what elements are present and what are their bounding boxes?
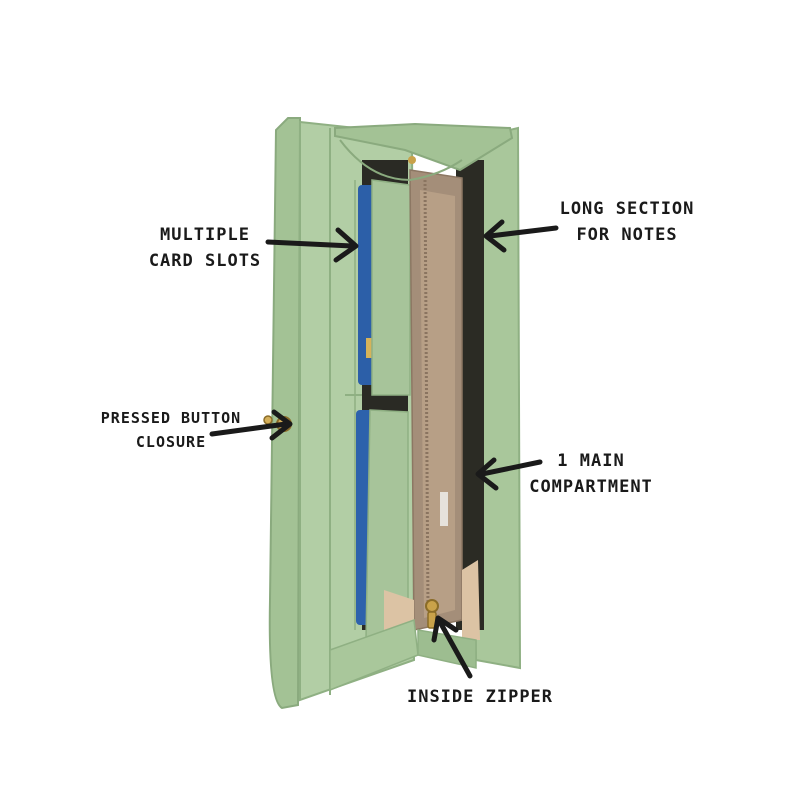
- label-long-section-line1: LONG SECTION: [559, 199, 695, 219]
- arrow-card-slots: [265, 239, 355, 249]
- label-zipper: INSIDE ZIPPER: [400, 684, 560, 710]
- arrow-long-section: [487, 225, 559, 239]
- arrow-main-compartment: [479, 459, 543, 477]
- label-main-compartment-line1: 1 MAIN: [557, 451, 625, 471]
- wallet-front-flap: [268, 117, 302, 710]
- notes-flap: [334, 122, 514, 172]
- label-main-compartment: 1 MAIN COMPARTMENT: [520, 448, 662, 500]
- label-long-section: LONG SECTION FOR NOTES: [556, 196, 698, 248]
- label-main-compartment-line2: COMPARTMENT: [529, 477, 653, 497]
- label-button-closure-line1: PRESSED BUTTON: [100, 409, 242, 427]
- label-long-section-line2: FOR NOTES: [576, 225, 678, 245]
- arrow-button-closure: [209, 421, 289, 437]
- label-zipper-line1: INSIDE ZIPPER: [406, 687, 554, 707]
- label-card-slots-line2: CARD SLOTS: [148, 251, 262, 271]
- label-button-closure: PRESSED BUTTON CLOSURE: [100, 406, 242, 454]
- arrow-zipper: [437, 619, 473, 679]
- label-card-slots-line1: MULTIPLE: [160, 225, 250, 245]
- label-card-slots: MULTIPLE CARD SLOTS: [140, 222, 270, 274]
- label-button-closure-line2: CLOSURE: [135, 433, 207, 451]
